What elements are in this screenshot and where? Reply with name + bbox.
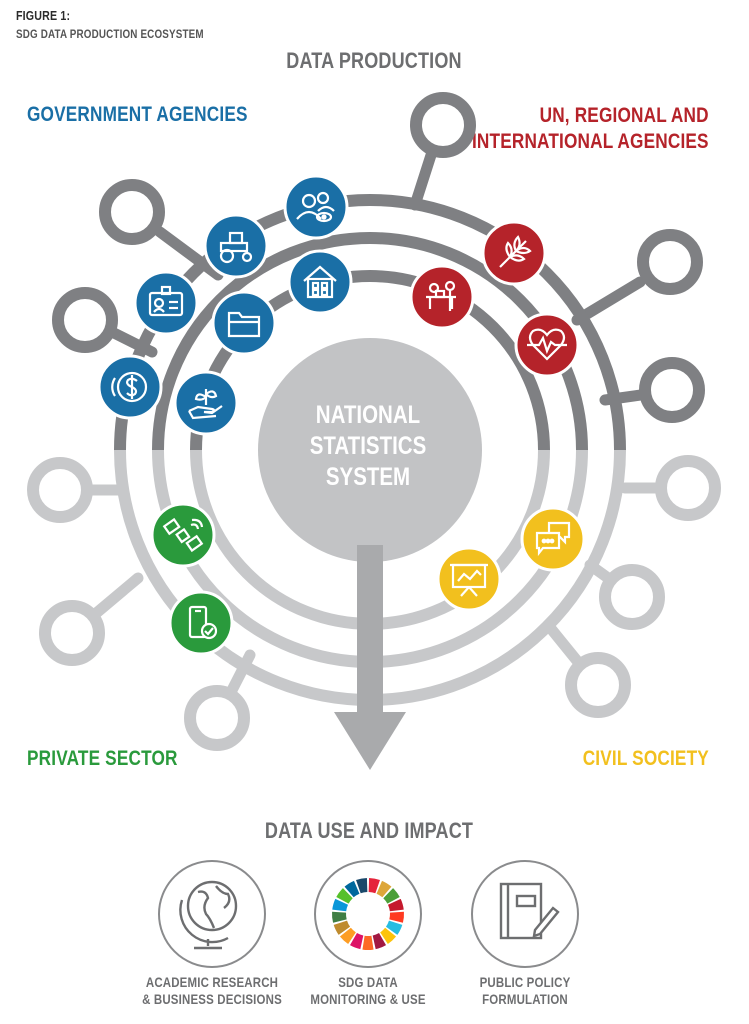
private-icons	[150, 502, 234, 656]
sdg-wheel-segment	[344, 880, 360, 898]
un-agencies-label: UN, REGIONAL AND INTERNATIONAL AGENCIES	[472, 103, 709, 155]
satellite-icon	[150, 502, 216, 568]
impact-caption-research: ACADEMIC RESEARCH & BUSINESS DECISIONS	[130, 974, 294, 1008]
impact-caption-sdg-line1: SDG DATA	[338, 974, 398, 990]
impact-notebook	[471, 860, 579, 968]
sdg-wheel-segment	[389, 911, 405, 923]
node-lower-left-2	[184, 685, 250, 751]
arrow-shaft	[357, 545, 383, 715]
node-top	[410, 92, 476, 158]
node-left-mid	[27, 457, 93, 523]
sdg-wheel-segment	[349, 933, 364, 950]
un-agencies-label-line1: UN, REGIONAL AND	[539, 104, 709, 127]
sdg-wheel-segment	[356, 878, 368, 894]
smartphone-check-icon	[168, 590, 234, 656]
civil-icons	[436, 506, 586, 612]
node-lower-right-2	[565, 652, 631, 718]
dollar-coin-icon	[97, 354, 163, 420]
impact-caption-research-line1: ACADEMIC RESEARCH	[145, 974, 279, 990]
sdg-wheel-segment	[362, 935, 374, 951]
impact-caption-sdg: SDG DATA MONITORING & USE	[286, 974, 450, 1008]
spoke-lower-left-1	[88, 572, 144, 621]
impact-caption-policy-line1: PUBLIC POLICY	[479, 974, 571, 990]
wheat-icon	[481, 220, 547, 286]
nss-line2: STATISTICS	[309, 432, 427, 460]
sdg-wheel-segment	[331, 911, 347, 923]
sdg-wheel-segment	[339, 927, 356, 945]
data-use-heading: DATA USE AND IMPACT	[264, 818, 474, 843]
nss-line1: NATIONAL	[315, 401, 421, 429]
house-icon	[287, 249, 353, 315]
plant-hand-icon	[173, 370, 239, 436]
node-lower-left-1	[39, 600, 105, 666]
arrow-head	[334, 712, 406, 770]
folder-icon	[211, 290, 277, 356]
sdg-wheel-segment	[380, 927, 397, 945]
government-icons	[97, 174, 353, 436]
sdg-wheel-segment	[385, 920, 403, 935]
node-upper-left-2	[52, 287, 118, 353]
chat-bubbles-icon	[520, 506, 586, 572]
node-right-mid	[655, 455, 721, 521]
node-upper-right-1	[637, 229, 703, 295]
un-agencies-label-line2: INTERNATIONAL AGENCIES	[472, 130, 709, 153]
impact-sdg	[314, 860, 422, 968]
sdg-wheel-segment	[383, 888, 400, 904]
national-statistics-circle	[258, 338, 482, 562]
spoke-upper-right-1	[571, 276, 646, 326]
nss-line3: SYSTEM	[325, 463, 411, 491]
impact-caption-policy-line2: FORMULATION	[482, 991, 568, 1007]
impact-caption-research-line2: & BUSINESS DECISIONS	[142, 991, 282, 1007]
sdg-wheel-segment	[368, 878, 380, 894]
node-upper-right-2	[639, 357, 705, 423]
spoke-lower-right-2	[542, 619, 584, 668]
id-card-icon	[133, 270, 199, 336]
civil-society-label: CIVIL SOCIETY	[582, 747, 709, 770]
figure-label: FIGURE 1:	[16, 8, 71, 23]
notebook-pen-icon	[499, 882, 560, 940]
sdg-wheel-segment	[333, 920, 351, 935]
spoke-top	[409, 146, 438, 211]
impact-globe	[158, 860, 266, 968]
sdg-wheel-segment	[387, 898, 404, 912]
sdg-wheel-segment	[336, 888, 353, 904]
sdg-wheel-segment	[376, 880, 392, 898]
sdg-wheel-segment	[332, 898, 349, 912]
spoke-upper-left-1	[154, 226, 224, 281]
ring-inner-upper	[190, 270, 550, 451]
tractor-icon	[203, 213, 269, 279]
government-agencies-label: GOVERNMENT AGENCIES	[27, 103, 248, 126]
impact-caption-sdg-line2: MONITORING & USE	[310, 991, 426, 1007]
sdg-wheel-segment	[372, 933, 387, 950]
figure-title: SDG DATA PRODUCTION ECOSYSTEM	[16, 27, 204, 41]
node-upper-left-1	[99, 179, 165, 245]
national-statistics-system-label: NATIONAL STATISTICS SYSTEM	[294, 400, 442, 493]
heart-pulse-icon	[514, 312, 580, 378]
users-eye-icon	[283, 174, 349, 240]
presentation-chart-icon	[436, 546, 502, 612]
private-sector-label: PRIVATE SECTOR	[27, 747, 178, 770]
ring-outer-upper	[114, 194, 626, 451]
data-production-heading: DATA PRODUCTION	[286, 48, 462, 73]
impact-caption-policy: PUBLIC POLICY FORMULATION	[443, 974, 607, 1008]
un-icons	[409, 220, 580, 378]
globe-icon	[179, 880, 238, 950]
sdg-wheel-icon	[331, 878, 405, 951]
node-lower-right-1	[599, 564, 665, 630]
people-meeting-icon	[409, 264, 475, 330]
